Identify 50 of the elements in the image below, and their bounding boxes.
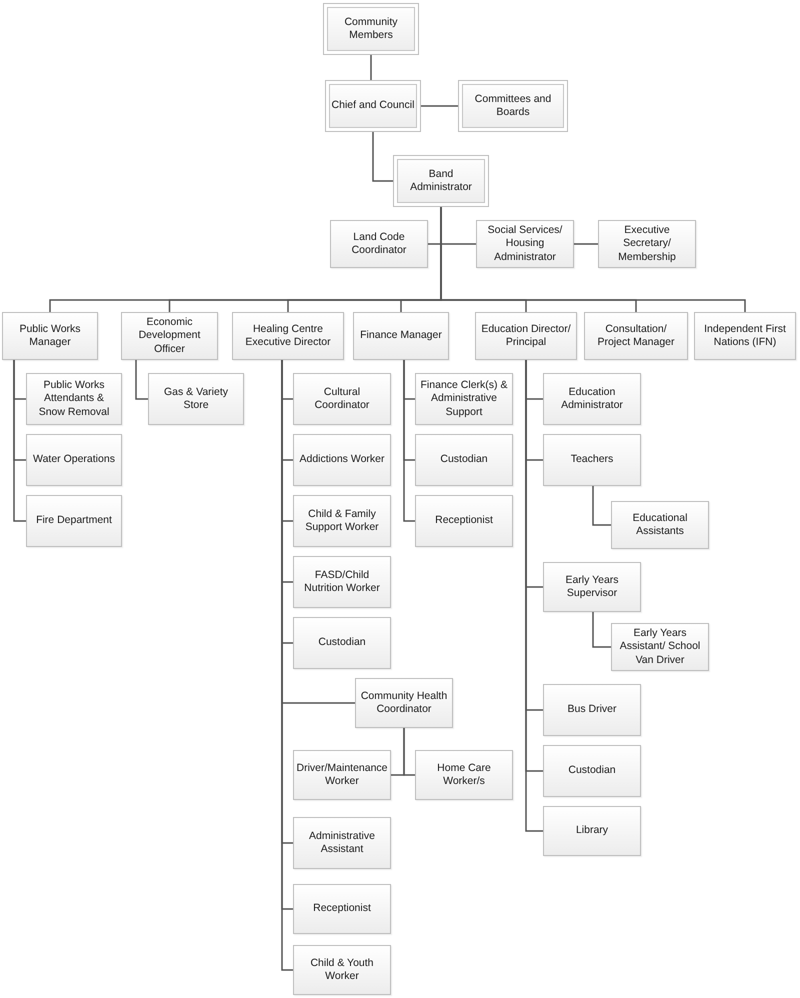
connector-line bbox=[13, 360, 26, 522]
position-box: Band Administrator bbox=[393, 155, 489, 207]
position-box: Library bbox=[543, 806, 641, 856]
position-box: Public Works Attendants & Snow Removal bbox=[26, 373, 122, 425]
connector-line bbox=[135, 360, 148, 400]
position-box: Executive Secretary/ Membership bbox=[598, 220, 696, 268]
position-box: Educational Assistants bbox=[611, 501, 709, 549]
position-box: Child & Family Support Worker bbox=[293, 495, 391, 547]
position-box: Finance Manager bbox=[353, 312, 449, 360]
position-box: Public Works Manager bbox=[2, 312, 98, 360]
position-box: Healing Centre Executive Director bbox=[232, 312, 344, 360]
connector-line bbox=[592, 612, 611, 648]
position-box: Early Years Assistant/ School Van Driver bbox=[611, 623, 709, 671]
connector-line bbox=[370, 55, 372, 80]
position-box: Education Administrator bbox=[543, 373, 641, 425]
position-box: FASD/Child Nutrition Worker bbox=[293, 556, 391, 608]
position-box: Custodian bbox=[293, 617, 391, 669]
position-box: Receptionist bbox=[293, 884, 391, 934]
connector-line bbox=[421, 105, 458, 107]
position-box: Teachers bbox=[543, 434, 641, 486]
position-box: Bus Driver bbox=[543, 684, 641, 736]
position-box: Home Care Worker/s bbox=[415, 750, 513, 800]
position-box: Education Director/ Principal bbox=[475, 312, 577, 360]
position-box: Driver/Maintenance Worker bbox=[293, 750, 391, 800]
position-box: Gas & Variety Store bbox=[148, 373, 244, 425]
position-box: Cultural Coordinator bbox=[293, 373, 391, 425]
connector-line bbox=[592, 486, 611, 526]
position-box: Child & Youth Worker bbox=[293, 945, 391, 995]
position-box: Fire Department bbox=[26, 495, 122, 547]
position-box: Finance Clerk(s) & Administrative Support bbox=[415, 373, 513, 425]
position-box: Land Code Coordinator bbox=[330, 220, 428, 268]
position-box: Independent First Nations (IFN) bbox=[694, 312, 796, 360]
position-box: Custodian bbox=[415, 434, 513, 486]
connector-line bbox=[372, 132, 393, 182]
position-box: Committees and Boards bbox=[458, 80, 568, 132]
position-box: Addictions Worker bbox=[293, 434, 391, 486]
connector-line bbox=[574, 243, 598, 245]
position-box: Economic Development Officer bbox=[121, 312, 218, 360]
position-box: Community Members bbox=[323, 3, 419, 55]
position-box: Receptionist bbox=[415, 495, 513, 547]
position-box: Administrative Assistant bbox=[293, 817, 391, 869]
connector-line bbox=[403, 728, 415, 776]
position-box: Consultation/ Project Manager bbox=[584, 312, 688, 360]
position-box: Social Services/ Housing Administrator bbox=[476, 220, 574, 268]
position-box: Chief and Council bbox=[325, 80, 421, 132]
position-box: Community Health Coordinator bbox=[355, 678, 453, 728]
position-box: Water Operations bbox=[26, 434, 122, 486]
connector-line bbox=[403, 360, 415, 522]
position-box: Early Years Supervisor bbox=[543, 562, 641, 612]
position-box: Custodian bbox=[543, 745, 641, 797]
